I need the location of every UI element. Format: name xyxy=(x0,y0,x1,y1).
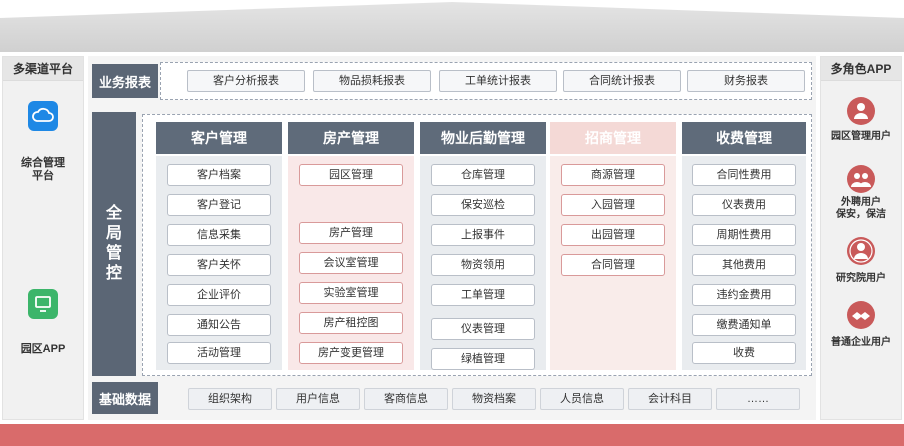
base-data-box: 组织架构 用户信息 客商信息 物资档案 人员信息 会计科目 …… xyxy=(162,382,812,416)
column-title-billing: 收费管理 xyxy=(682,122,806,154)
item-contract-fee[interactable]: 合同性费用 xyxy=(692,164,796,186)
left-panel-title: 多渠道平台 xyxy=(3,57,83,81)
item-enterprise-review[interactable]: 企业评价 xyxy=(167,284,271,306)
right-panel-title: 多角色APP xyxy=(821,57,901,81)
base-accounting[interactable]: 会计科目 xyxy=(628,388,712,410)
report-item-loss[interactable]: 物品损耗报表 xyxy=(313,70,431,92)
cloud-icon[interactable] xyxy=(28,101,58,131)
base-staff-info[interactable]: 人员信息 xyxy=(540,388,624,410)
item-customer-register[interactable]: 客户登记 xyxy=(167,194,271,216)
report-finance[interactable]: 财务报表 xyxy=(687,70,805,92)
item-warehouse[interactable]: 仓库管理 xyxy=(431,164,535,186)
ground-bar xyxy=(0,424,904,446)
item-notice[interactable]: 通知公告 xyxy=(167,314,271,336)
institute-user-icon[interactable] xyxy=(847,237,875,265)
column-title-logistics: 物业后勤管理 xyxy=(420,122,546,154)
column-logistics: 物业后勤管理 仓库管理 保安巡检 上报事件 物资领用 工单管理 仪表管理 绿植管… xyxy=(420,122,546,378)
column-title-property: 房产管理 xyxy=(288,122,414,154)
item-enter-park[interactable]: 入园管理 xyxy=(561,194,665,216)
item-lab[interactable]: 实验室管理 xyxy=(299,282,403,304)
item-info-collection[interactable]: 信息采集 xyxy=(167,224,271,246)
right-panel: 多角色APP 园区管理用户 外聘用户 保安，保洁 研究院用户 普通企业用户 xyxy=(820,56,902,420)
report-contract[interactable]: 合同统计报表 xyxy=(563,70,681,92)
role-label-park-manager: 园区管理用户 xyxy=(831,131,891,142)
business-reports-label: 业务报表 xyxy=(92,64,158,98)
column-property: 房产管理 园区管理 房产管理 会议室管理 实验室管理 房产租控图 房产变更管理 xyxy=(288,122,414,378)
role-label-enterprise: 普通企业用户 xyxy=(831,337,891,348)
monitor-icon[interactable] xyxy=(28,289,58,319)
role-label-outsourced: 外聘用户 保安，保洁 xyxy=(836,197,886,220)
item-source[interactable]: 商源管理 xyxy=(561,164,665,186)
item-penalty-fee[interactable]: 违约金费用 xyxy=(692,284,796,306)
report-customer-analysis[interactable]: 客户分析报表 xyxy=(187,70,305,92)
app-label-admin-platform: 综合管理 平台 xyxy=(21,157,65,182)
roof-shape xyxy=(0,2,904,52)
item-report-event[interactable]: 上报事件 xyxy=(431,224,535,246)
base-merchant-info[interactable]: 客商信息 xyxy=(364,388,448,410)
role-label-institute: 研究院用户 xyxy=(836,273,886,284)
outsourced-staff-icon[interactable] xyxy=(847,165,875,193)
item-meeting-room[interactable]: 会议室管理 xyxy=(299,252,403,274)
item-collect[interactable]: 收费 xyxy=(692,342,796,364)
column-billing: 收费管理 合同性费用 仪表费用 周期性费用 其他费用 违约金费用 缴费通知单 收… xyxy=(682,122,806,378)
park-manager-icon[interactable] xyxy=(847,97,875,125)
item-periodic-fee[interactable]: 周期性费用 xyxy=(692,224,796,246)
item-work-order[interactable]: 工单管理 xyxy=(431,284,535,306)
item-meter-fee[interactable]: 仪表费用 xyxy=(692,194,796,216)
item-contract[interactable]: 合同管理 xyxy=(561,254,665,276)
base-material-file[interactable]: 物资档案 xyxy=(452,388,536,410)
column-customer: 客户管理 客户档案 客户登记 信息采集 客户关怀 企业评价 通知公告 活动管理 xyxy=(156,122,282,378)
base-more[interactable]: …… xyxy=(716,388,800,410)
item-other-fee[interactable]: 其他费用 xyxy=(692,254,796,276)
left-panel: 多渠道平台 综合管理 平台 园区APP xyxy=(2,56,84,420)
report-work-order[interactable]: 工单统计报表 xyxy=(439,70,557,92)
column-title-customer: 客户管理 xyxy=(156,122,282,154)
column-investment: 招商管理 商源管理 入园管理 出园管理 合同管理 xyxy=(550,122,676,378)
center-frame: 业务报表 客户分析报表 物品损耗报表 工单统计报表 合同统计报表 财务报表 全 … xyxy=(88,56,816,420)
item-meter[interactable]: 仪表管理 xyxy=(431,318,535,340)
item-activity[interactable]: 活动管理 xyxy=(167,342,271,364)
business-reports-box: 客户分析报表 物品损耗报表 工单统计报表 合同统计报表 财务报表 xyxy=(160,62,812,100)
item-security-patrol[interactable]: 保安巡检 xyxy=(431,194,535,216)
base-data-label: 基础数据 xyxy=(92,382,158,414)
item-customer-care[interactable]: 客户关怀 xyxy=(167,254,271,276)
item-leave-park[interactable]: 出园管理 xyxy=(561,224,665,246)
item-payment-notice[interactable]: 缴费通知单 xyxy=(692,314,796,336)
global-control-label: 全 局 管 控 xyxy=(92,112,136,376)
base-org[interactable]: 组织架构 xyxy=(188,388,272,410)
item-rent-map[interactable]: 房产租控图 xyxy=(299,312,403,334)
item-property-change[interactable]: 房产变更管理 xyxy=(299,342,403,364)
column-title-investment: 招商管理 xyxy=(550,122,676,154)
app-label-park-app: 园区APP xyxy=(20,343,66,355)
base-user-info[interactable]: 用户信息 xyxy=(276,388,360,410)
item-greenery[interactable]: 绿植管理 xyxy=(431,348,535,370)
handshake-icon[interactable] xyxy=(847,301,875,329)
item-park[interactable]: 园区管理 xyxy=(299,164,403,186)
item-customer-file[interactable]: 客户档案 xyxy=(167,164,271,186)
item-material-use[interactable]: 物资领用 xyxy=(431,254,535,276)
item-property[interactable]: 房产管理 xyxy=(299,222,403,244)
